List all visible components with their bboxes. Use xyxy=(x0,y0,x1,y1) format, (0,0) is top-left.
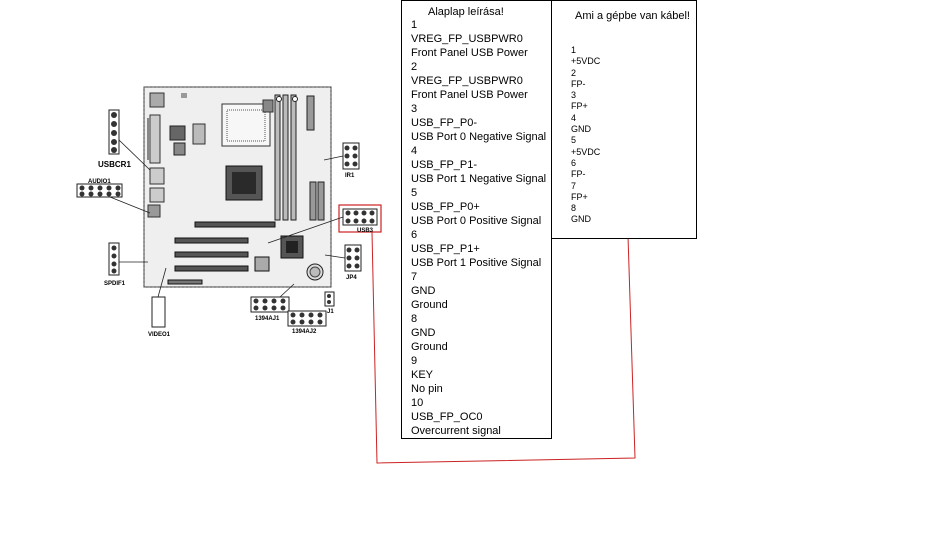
power-connector xyxy=(306,95,315,131)
list-item: 6 xyxy=(411,229,418,241)
ir1-header xyxy=(323,142,360,170)
video1-label: VIDEO1 xyxy=(148,332,171,338)
list-item: VREG_FP_USBPWR0 xyxy=(411,75,523,87)
list-item: 6 xyxy=(571,157,577,168)
memory-slots xyxy=(274,94,298,221)
list-item: +5VDC xyxy=(571,56,601,67)
1394aj2-header xyxy=(287,310,327,327)
list-item: FP+ xyxy=(571,101,588,112)
list-item: USB Port 0 Negative Signal xyxy=(411,131,547,143)
list-item: Ground xyxy=(411,341,448,353)
list-item: 7 xyxy=(411,271,418,283)
list-item: USB_FP_P0+ xyxy=(411,201,480,213)
list-item: USB Port 1 Negative Signal xyxy=(411,173,547,185)
list-item: USB_FP_OC0 xyxy=(411,411,483,423)
list-item: USB_FP_P1+ xyxy=(411,243,480,255)
ir1-label: IR1 xyxy=(345,173,355,179)
list-item: 8 xyxy=(411,313,418,325)
list-item: KEY xyxy=(411,369,434,381)
list-item: USB_FP_P1- xyxy=(411,159,478,171)
list-item: USB_FP_P0- xyxy=(411,117,478,129)
northbridge-chip xyxy=(225,165,263,201)
list-item: FP- xyxy=(571,78,586,89)
list-item: GND xyxy=(411,285,436,297)
list-item: 8 xyxy=(571,203,577,214)
usbcr1-header xyxy=(108,109,151,171)
io-ports xyxy=(147,92,206,218)
list-item: 3 xyxy=(571,90,577,101)
cpu-socket xyxy=(221,99,274,147)
list-item: Ground xyxy=(411,299,448,311)
list-item: FP- xyxy=(571,169,586,180)
j1-label: J1 xyxy=(327,309,334,315)
list-item: No pin xyxy=(411,383,443,395)
list-item: 4 xyxy=(411,145,418,157)
list-item: GND xyxy=(571,124,591,135)
battery xyxy=(306,263,324,281)
list-item: GND xyxy=(411,327,436,339)
1394aj1-header xyxy=(250,283,295,313)
usb3-header xyxy=(267,204,382,244)
list-item: Front Panel USB Power xyxy=(411,47,528,59)
audio1-label: AUDIO1 xyxy=(88,179,111,185)
1394aj1-label: 1394AJ1 xyxy=(255,316,280,322)
spdif1-label: SPDIF1 xyxy=(104,281,126,287)
spdif1-header xyxy=(108,242,148,276)
jp4-header xyxy=(324,244,362,272)
list-item: 5 xyxy=(411,187,418,199)
list-item: USB Port 1 Positive Signal xyxy=(411,257,542,269)
southbridge-chip xyxy=(254,235,304,272)
video1-header xyxy=(151,267,167,328)
audio1-header xyxy=(76,183,151,214)
list-item: +5VDC xyxy=(571,146,601,157)
list-item: 2 xyxy=(411,61,418,73)
1394aj2-label: 1394AJ2 xyxy=(292,329,317,335)
expansion-slots xyxy=(167,221,276,285)
list-item: 3 xyxy=(411,103,418,115)
usbcr1-label: USBCR1 xyxy=(98,160,131,169)
list-item: GND xyxy=(571,214,591,225)
jp4-label: JP4 xyxy=(346,275,357,281)
list-item: 9 xyxy=(411,355,418,367)
connection-line xyxy=(371,231,636,464)
list-item: 7 xyxy=(571,180,577,191)
list-item: 5 xyxy=(571,135,577,146)
list-item: 2 xyxy=(571,67,577,78)
list-item: Front Panel USB Power xyxy=(411,89,528,101)
cable-title: Ami a gépbe van kábel! xyxy=(575,10,690,22)
usb3-label: USB3 xyxy=(357,228,374,234)
list-item: VREG_FP_USBPWR0 xyxy=(411,33,523,45)
list-item: 10 xyxy=(411,397,424,409)
list-item: Overcurrent signal xyxy=(411,425,501,437)
j1-header xyxy=(324,291,335,307)
list-item: FP+ xyxy=(571,191,588,202)
list-item: 1 xyxy=(411,19,418,31)
description-title: Alaplap leírása! xyxy=(428,6,504,18)
list-item: 1 xyxy=(571,45,577,55)
ide-connector xyxy=(309,181,317,221)
list-item: 4 xyxy=(571,112,577,123)
list-item: USB Port 0 Positive Signal xyxy=(411,215,542,227)
